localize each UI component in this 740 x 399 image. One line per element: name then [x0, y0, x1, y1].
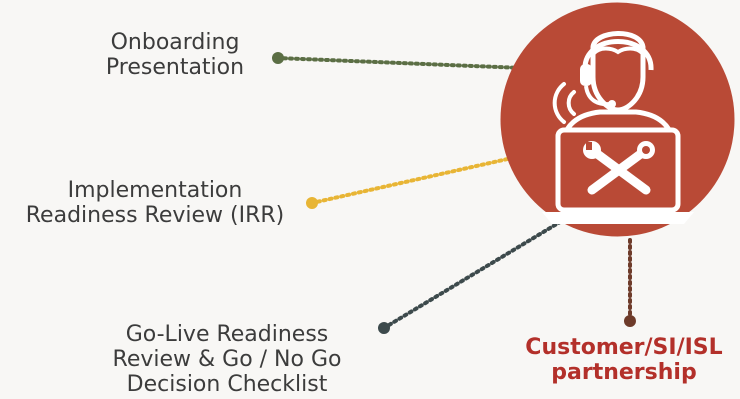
- partnership-label-line: Customer/SI/ISL: [525, 335, 723, 360]
- onboarding-label-line: Presentation: [105, 55, 245, 80]
- onboarding-label: Onboarding Presentation: [60, 30, 290, 80]
- golive-connector: [382, 220, 562, 330]
- support-agent-with-tools-icon: [500, 2, 735, 237]
- golive-dot: [378, 322, 390, 334]
- irr-label: Implementation Readiness Review (IRR): [0, 178, 310, 228]
- irr-label-line: Implementation: [67, 178, 243, 203]
- partnership-label: Customer/SI/ISL partnership: [494, 335, 740, 385]
- partnership-label-line: partnership: [551, 360, 697, 385]
- irr-label-line: Readiness Review (IRR): [25, 203, 285, 228]
- irr-connector: [310, 156, 514, 205]
- onboarding-label-line: Onboarding: [110, 30, 240, 55]
- golive-label-line: Go-Live Readiness: [125, 322, 329, 347]
- support-agent-circle: [500, 2, 735, 237]
- partnership-dot: [624, 315, 636, 327]
- onboarding-connector: [276, 56, 524, 70]
- irr-dot: [306, 197, 318, 209]
- onboarding-dot: [272, 52, 284, 64]
- golive-label: Go-Live Readiness Review & Go / No Go De…: [82, 322, 372, 397]
- golive-label-line: Review & Go / No Go: [112, 347, 342, 372]
- golive-label-line: Decision Checklist: [126, 372, 328, 397]
